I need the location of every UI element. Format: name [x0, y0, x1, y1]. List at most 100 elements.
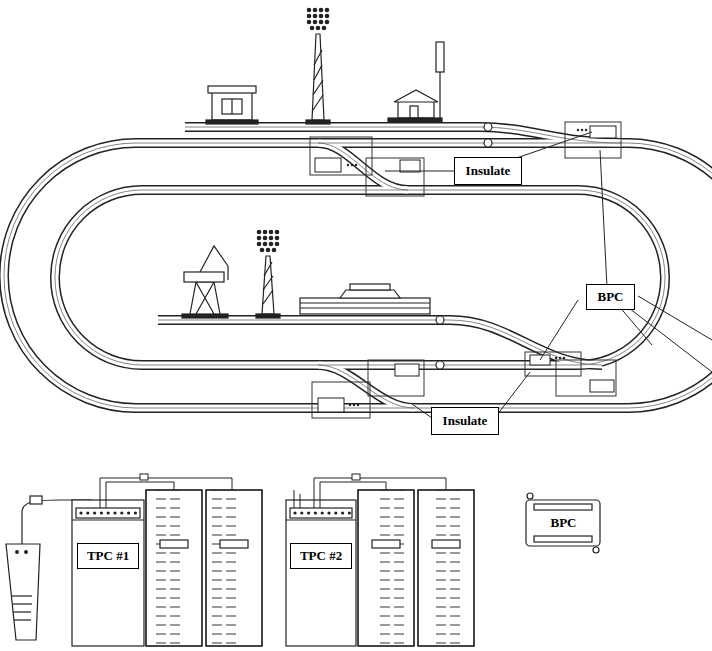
drawing-part [357, 404, 359, 406]
terminal-screw [107, 511, 110, 514]
drawing-part [525, 352, 581, 376]
wiring-lines [385, 132, 712, 418]
drawing-part [294, 490, 295, 508]
drawing-part [368, 360, 424, 396]
drawing-part [231, 99, 232, 114]
drawing-part [313, 8, 318, 13]
switch-machine-dots [347, 129, 587, 406]
drawing-part [534, 504, 592, 510]
drawing-part [30, 496, 42, 504]
drawing-part [316, 26, 321, 31]
drawing-part [436, 316, 444, 324]
switch-frames [310, 122, 621, 418]
drawing-part [263, 242, 268, 247]
drawing-part [206, 490, 262, 646]
drawing-part [388, 118, 442, 122]
drawing-part [559, 357, 561, 359]
drawing-part [312, 34, 324, 120]
drawing-part [286, 500, 356, 646]
drawing-part [4, 143, 712, 408]
drawing-part [322, 26, 327, 31]
drawing-part [6, 544, 40, 640]
drawing-part [212, 92, 252, 120]
drawing-part [315, 158, 341, 172]
freight-platform [300, 284, 430, 314]
drawing-part [4, 143, 712, 408]
drawing-part [4, 143, 712, 408]
drawing-part [418, 490, 474, 646]
drawing-part [638, 296, 712, 340]
drawing-part [12, 595, 32, 596]
drawing-part [372, 540, 400, 548]
drawing-part [269, 230, 274, 235]
drawing-part [263, 230, 268, 235]
power-wires [100, 474, 446, 508]
drawing-part [140, 474, 148, 480]
callout-box: BPC [586, 284, 635, 310]
device-label: TPC #2 [290, 543, 352, 569]
drawing-part [260, 248, 265, 253]
drawing-part [72, 500, 144, 646]
drawing-part [312, 382, 370, 418]
drawing-part [262, 256, 274, 314]
drawing-part [158, 320, 602, 365]
drawing-part [350, 284, 390, 290]
drawing-part [300, 494, 301, 508]
drawing-part [355, 164, 357, 166]
drawing-part [307, 20, 312, 25]
drawing-part [581, 129, 583, 131]
drawing-part [358, 490, 414, 646]
station-building [206, 86, 258, 124]
drawing-part [325, 8, 330, 13]
terminal-screw [113, 511, 116, 514]
drawing-part [55, 190, 665, 365]
terminal-screw [86, 511, 89, 514]
drawing-part [269, 242, 274, 247]
drawing-part [436, 361, 444, 369]
drawing-part [319, 20, 324, 25]
drawing-part [340, 290, 400, 298]
drawing-part [320, 482, 386, 508]
drawing-part [325, 14, 330, 19]
drawing-part [263, 262, 273, 304]
drawing-part [565, 122, 621, 158]
drawing-part [527, 493, 533, 499]
drawing-part [272, 248, 277, 253]
drawing-part [184, 272, 224, 282]
drawing-part [25, 551, 28, 554]
light-tower-lamps [307, 8, 330, 31]
drawing-part [286, 519, 356, 520]
drawing-part [257, 230, 262, 235]
track-rails-outer [4, 127, 712, 408]
node-text: BPC [598, 290, 624, 304]
light-tower [306, 34, 330, 124]
drawing-part [497, 372, 530, 415]
drawing-part [72, 519, 144, 520]
terminal-screw [100, 511, 103, 514]
drawing-part [310, 137, 372, 175]
drawing-part [436, 42, 444, 72]
drawing-part [385, 171, 455, 172]
drawing-part [227, 266, 228, 280]
drawing-part [266, 248, 271, 253]
drawing-part [275, 242, 280, 247]
drawing-part [349, 404, 351, 406]
drawing-part [269, 236, 274, 241]
drawing-part [556, 360, 616, 396]
drawing-part [325, 20, 330, 25]
drawing-part [319, 8, 324, 13]
drawing-part [314, 478, 446, 508]
drawing-part [185, 127, 622, 143]
drawing-part [347, 164, 349, 166]
drawing-part [534, 536, 592, 542]
terminal-screw [341, 511, 344, 514]
drawing-part [146, 490, 202, 646]
drawing-part [222, 99, 242, 114]
drawing-part [432, 540, 460, 548]
drawing-part [600, 150, 607, 287]
terminal-screw [300, 511, 303, 514]
callout-box: Insulate [431, 407, 499, 435]
drawing-part [618, 305, 652, 345]
